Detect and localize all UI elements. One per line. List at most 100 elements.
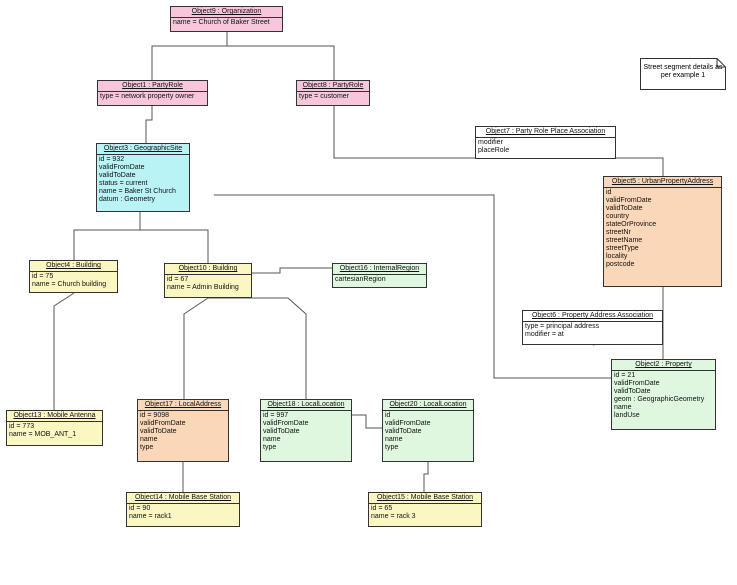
object10-attr: id = 67: [167, 276, 189, 283]
object2-title: Object2 : Property: [612, 360, 715, 371]
object3-attr: datum : Geometry: [99, 196, 156, 203]
object15-attr: id = 65: [371, 505, 393, 512]
object20-attr: validToDate: [385, 428, 422, 435]
link-o3-o2: [214, 194, 611, 379]
object20-attr: name: [385, 436, 403, 443]
object15-mobilebasestation[interactable]: Object15 : Mobile Base Station id = 65 n…: [368, 492, 482, 527]
object5-attr: validFromDate: [606, 197, 652, 204]
link-o3-o10: [140, 229, 209, 263]
link-o9-o8: [227, 45, 335, 80]
object5-attr: country: [606, 213, 629, 220]
link-o3-o4: [73, 212, 141, 260]
object7-attr: placeRole: [478, 147, 510, 154]
object3-attr: id = 932: [99, 156, 125, 163]
object3-attr: status = current: [99, 180, 148, 187]
object5-urbanpropertyaddress[interactable]: Object5 : UrbanPropertyAddress id validF…: [603, 176, 722, 287]
link-o9-o1: [151, 32, 228, 80]
object17-attr: type: [140, 444, 154, 451]
object2-attr: landUse: [614, 412, 640, 419]
object4-title: Object4 : Building: [30, 261, 117, 272]
object5-attr: id: [606, 189, 612, 196]
object18-attr: validToDate: [263, 428, 300, 435]
object3-attr: name = Baker St Church: [99, 188, 176, 195]
object2-attr: geom : GeographicGeometry: [614, 396, 705, 403]
object17-title: Object17 : LocalAddress: [138, 400, 228, 411]
object17-attr: validFromDate: [140, 420, 186, 427]
object13-attr: name = MOB_ANT_1: [9, 431, 77, 438]
link-o4-o13: [53, 292, 75, 410]
object18-title: Object18 : LocalLocation: [261, 400, 351, 411]
object20-locallocation[interactable]: Object20 : LocalLocation id validFromDat…: [382, 399, 474, 462]
object6-title: Object6 : Property Address Association: [523, 311, 662, 322]
object8-partyrole[interactable]: Object8 : PartyRole type = customer: [296, 80, 370, 106]
object10-attr: name = Admin Building: [167, 284, 239, 291]
object13-mobileantenna[interactable]: Object13 : Mobile Antenna id = 773 name …: [6, 410, 103, 446]
object2-attr: name: [614, 404, 632, 411]
object18-locallocation[interactable]: Object18 : LocalLocation id = 997 validF…: [260, 399, 352, 462]
object16-attr: cartesianRegion: [335, 276, 386, 283]
object9-attr: name = Church of Baker Street: [173, 19, 270, 26]
object10-building[interactable]: Object10 : Building id = 67 name = Admin…: [164, 263, 252, 298]
object2-attr: validFromDate: [614, 380, 660, 387]
object18-attr: type: [263, 444, 277, 451]
object13-title: Object13 : Mobile Antenna: [7, 411, 102, 422]
object10-title: Object10 : Building: [165, 264, 251, 275]
object7-partyroleplaceassociation[interactable]: Object7 : Party Role Place Association m…: [475, 126, 616, 159]
object20-attr: id: [385, 412, 391, 419]
object5-title: Object5 : UrbanPropertyAddress: [604, 177, 721, 188]
object14-mobilebasestation[interactable]: Object14 : Mobile Base Station id = 90 n…: [126, 492, 240, 527]
object5-attr: streetType: [606, 245, 639, 252]
object20-attr: type: [385, 444, 399, 451]
object3-title: Object3 : GeographicSite: [97, 144, 189, 155]
object7-attr: modifier: [478, 139, 503, 146]
object5-attr: validToDate: [606, 205, 643, 212]
object5-attr: stateOrProvince: [606, 221, 657, 228]
link-o10-o17: [183, 297, 209, 399]
object6-propertyaddressassociation[interactable]: Object6 : Property Address Association t…: [522, 310, 663, 345]
object5-attr: streetName: [606, 237, 643, 244]
note-folded-corner-icon: [640, 58, 726, 90]
object7-title: Object7 : Party Role Place Association: [476, 127, 615, 138]
object5-attr: locality: [606, 253, 628, 260]
object4-attr: id = 75: [32, 273, 54, 280]
object17-attr: validToDate: [140, 428, 177, 435]
object20-title: Object20 : LocalLocation: [383, 400, 473, 411]
link-o20-o15: [423, 462, 429, 492]
object6-attr: modifier = at: [525, 331, 564, 338]
object1-title: Object1 : PartyRole: [98, 81, 207, 92]
object9-organization[interactable]: Object9 : Organization name = Church of …: [170, 6, 283, 32]
object14-attr: id = 90: [129, 505, 151, 512]
link-o10-o18: [208, 297, 307, 399]
object15-title: Object15 : Mobile Base Station: [369, 493, 481, 504]
object2-property[interactable]: Object2 : Property id = 21 validFromDate…: [611, 359, 716, 430]
object5-attr: streetNr: [606, 229, 631, 236]
link-o10-o16: [252, 267, 332, 274]
object14-title: Object14 : Mobile Base Station: [127, 493, 239, 504]
street-segment-note[interactable]: Street segment details as per example 1: [640, 58, 726, 90]
object14-attr: name = rack1: [129, 513, 172, 520]
object4-building[interactable]: Object4 : Building id = 75 name = Church…: [29, 260, 118, 293]
object13-attr: id = 773: [9, 423, 35, 430]
link-o1-o3: [145, 106, 153, 143]
object16-internalregion[interactable]: Object16 : InternalRegion cartesianRegio…: [332, 263, 427, 288]
object3-attr: validFromDate: [99, 164, 145, 171]
object17-localaddress[interactable]: Object17 : LocalAddress id = 9098 validF…: [137, 399, 229, 462]
object18-attr: validFromDate: [263, 420, 309, 427]
object3-geographicsite[interactable]: Object3 : GeographicSite id = 932 validF…: [96, 143, 190, 212]
object17-attr: name: [140, 436, 158, 443]
object15-attr: name = rack 3: [371, 513, 416, 520]
object17-attr: id = 9098: [140, 412, 169, 419]
object18-attr: id = 997: [263, 412, 289, 419]
object4-attr: name = Church building: [32, 281, 107, 288]
object1-attr: type = network property owner: [100, 93, 195, 100]
object2-attr: validToDate: [614, 388, 651, 395]
object18-attr: name: [263, 436, 281, 443]
object16-title: Object16 : InternalRegion: [333, 264, 426, 275]
object20-attr: validFromDate: [385, 420, 431, 427]
object9-title: Object9 : Organization: [171, 7, 282, 18]
link-o18-o20: [352, 414, 382, 429]
object1-partyrole[interactable]: Object1 : PartyRole type = network prope…: [97, 80, 208, 106]
note-text: Street segment details as per example 1: [643, 64, 723, 79]
object8-attr: type = customer: [299, 93, 349, 100]
